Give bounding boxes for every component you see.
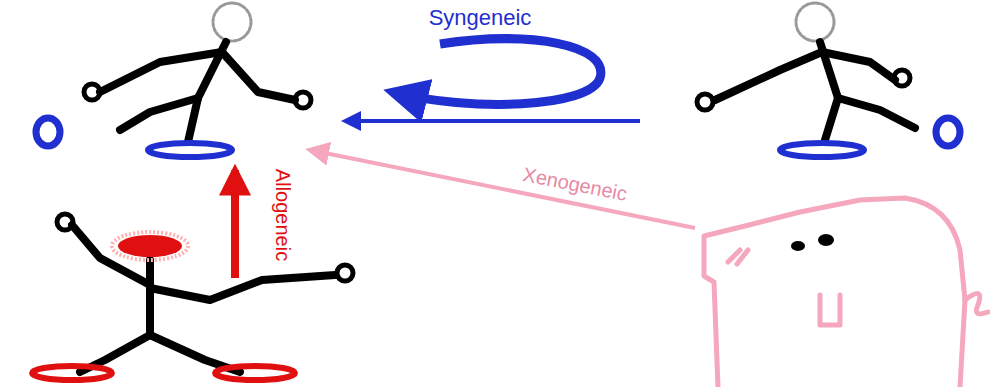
pig-eye	[791, 241, 805, 251]
xenogeneic-arrow	[310, 150, 695, 228]
allogeneic-arrow	[231, 170, 239, 278]
foot	[215, 366, 295, 380]
foot	[32, 366, 112, 380]
syngeneic-label: Syngeneic	[429, 7, 532, 29]
donor-figure	[697, 3, 915, 140]
allogeneic-label: Allogeneic	[273, 169, 293, 261]
red-head	[112, 232, 188, 260]
foot	[936, 118, 960, 146]
syngeneic-arrow	[345, 119, 640, 123]
other-person-figure	[57, 214, 353, 372]
foot	[36, 118, 60, 146]
syngeneic-loop-arrow	[392, 39, 601, 105]
foot	[148, 143, 232, 157]
foot	[780, 143, 864, 157]
pig-eye	[818, 234, 834, 246]
recipient-figure	[84, 3, 311, 142]
pig-figure	[704, 198, 988, 387]
